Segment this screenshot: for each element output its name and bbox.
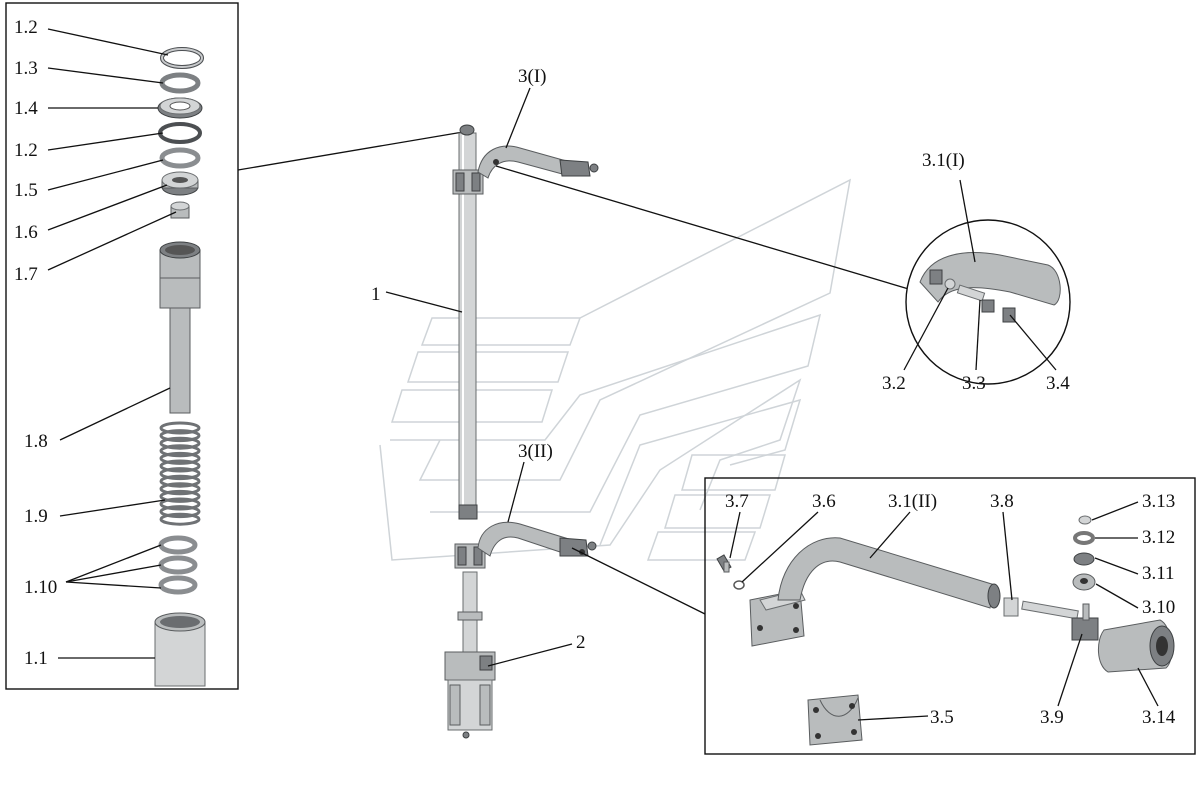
right-detail-frame bbox=[704, 477, 1196, 755]
part-2-lower-mechanism bbox=[444, 571, 496, 739]
label-1-6: 1.6 bbox=[14, 222, 38, 243]
part-3-11-nut bbox=[1073, 552, 1095, 566]
part-3-7-bolt bbox=[716, 554, 732, 573]
part-1-4-bearing bbox=[157, 97, 203, 119]
label-3-11: 3.11 bbox=[1142, 563, 1175, 584]
connector-left-panel bbox=[237, 131, 464, 171]
label-3-1-II: 3.1(II) bbox=[888, 491, 937, 512]
left-detail-frame bbox=[5, 2, 239, 690]
left-labels: 1.2 1.3 1.4 1.2 1.5 1.6 1.7 1.8 1.9 1.10… bbox=[14, 17, 57, 669]
label-3-II: 3(II) bbox=[518, 441, 553, 462]
watermark-logo bbox=[379, 178, 852, 561]
label-3-9: 3.9 bbox=[1040, 707, 1064, 728]
right-detail-labels: 3.7 3.6 3.1(II) 3.8 3.13 3.12 3.11 3.10 … bbox=[725, 491, 1176, 728]
left-leader-lines bbox=[47, 28, 177, 659]
label-3-4: 3.4 bbox=[1046, 373, 1070, 394]
spring-coil bbox=[159, 497, 201, 511]
label-1-8: 1.8 bbox=[24, 431, 48, 452]
center-leader-lines bbox=[385, 87, 913, 667]
part-3-14-boot bbox=[1098, 619, 1175, 673]
part-3-5-clamp bbox=[807, 694, 863, 746]
part-3-II-lower-arm bbox=[454, 521, 597, 569]
part-1-column-shaft bbox=[458, 124, 478, 520]
label-3-I: 3(I) bbox=[518, 66, 546, 87]
right-detail-leaders bbox=[729, 501, 1159, 721]
label-3-13: 3.13 bbox=[1142, 491, 1175, 512]
spring-coil bbox=[159, 436, 201, 450]
spring-coil bbox=[159, 489, 201, 503]
label-3-7: 3.7 bbox=[725, 491, 749, 512]
label-1-4: 1.4 bbox=[14, 98, 38, 119]
spring-coil bbox=[159, 474, 201, 488]
spring-coil bbox=[159, 444, 201, 458]
label-1-3: 1.3 bbox=[14, 58, 38, 79]
spring-coil bbox=[159, 467, 201, 481]
part-3-10-nut bbox=[1072, 573, 1096, 591]
label-1-7: 1.7 bbox=[14, 264, 38, 285]
part-1-10-washers bbox=[158, 535, 198, 595]
label-1-5: 1.5 bbox=[14, 180, 38, 201]
part-1-2-retaining-ring-top bbox=[160, 47, 204, 69]
label-1-9: 1.9 bbox=[24, 506, 48, 527]
detail-I-leaders bbox=[903, 179, 1057, 371]
label-3-6: 3.6 bbox=[812, 491, 836, 512]
label-3-1-I: 3.1(I) bbox=[922, 150, 965, 171]
label-1-2-bottom: 1.2 bbox=[14, 140, 38, 161]
part-1-9-spring bbox=[159, 421, 201, 526]
part-3-8-sleeve bbox=[1003, 597, 1019, 617]
spring-coil bbox=[159, 421, 201, 435]
spring-coil bbox=[159, 505, 201, 519]
part-1-3-washer bbox=[159, 72, 201, 94]
label-1-10: 1.10 bbox=[24, 577, 57, 598]
label-3-8: 3.8 bbox=[990, 491, 1014, 512]
part-1-8-shaft bbox=[159, 241, 201, 414]
label-3-2: 3.2 bbox=[882, 373, 906, 394]
center-labels: 3(I) 3(II) 1 2 bbox=[371, 66, 586, 653]
part-3-9-ball-pin bbox=[1021, 600, 1099, 641]
detail-circle-3-1-I bbox=[905, 219, 1071, 385]
part-1-5-washer bbox=[159, 147, 201, 169]
part-3-6-ring bbox=[733, 580, 745, 590]
part-3-1-II-arm-bracket bbox=[749, 537, 1001, 647]
label-2: 2 bbox=[576, 632, 586, 653]
detail-I-labels: 3.1(I) 3.2 3.3 3.4 bbox=[882, 150, 1070, 394]
part-3-I-upper-arm bbox=[452, 145, 599, 195]
label-1-1: 1.1 bbox=[24, 648, 48, 669]
spring-coil bbox=[159, 451, 201, 465]
label-1-2-top: 1.2 bbox=[14, 17, 38, 38]
label-3-3: 3.3 bbox=[962, 373, 986, 394]
part-1-6-bushing bbox=[161, 171, 199, 196]
part-1-1-tube bbox=[154, 612, 206, 687]
spring-coil bbox=[159, 482, 201, 496]
label-3-10: 3.10 bbox=[1142, 597, 1175, 618]
label-1: 1 bbox=[371, 284, 381, 305]
part-1-7-plug bbox=[170, 201, 190, 219]
part-3-13-cotter bbox=[1078, 515, 1092, 525]
spring-coil bbox=[159, 459, 201, 473]
label-3-14: 3.14 bbox=[1142, 707, 1176, 728]
part-1-2-retaining-ring-bottom bbox=[158, 122, 202, 144]
spring-coil bbox=[159, 512, 201, 526]
label-3-12: 3.12 bbox=[1142, 527, 1175, 548]
spring-coil bbox=[159, 429, 201, 443]
label-3-5: 3.5 bbox=[930, 707, 954, 728]
part-3-12-washer bbox=[1073, 531, 1095, 545]
